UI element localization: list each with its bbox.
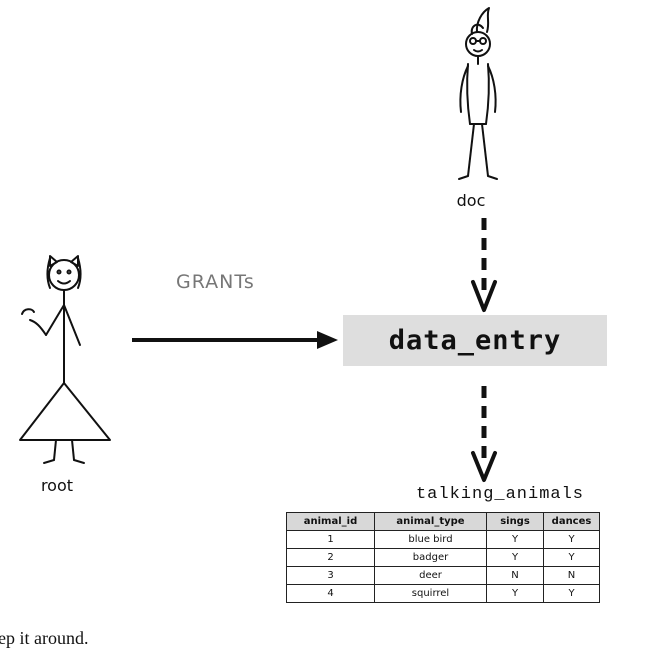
table-cell: N (486, 566, 544, 585)
table-row: 1 blue bird Y Y (286, 530, 600, 549)
table-cell: Y (486, 548, 544, 567)
table-cell: Y (486, 584, 544, 603)
root-user-label: root (40, 476, 74, 495)
table-cell: 2 (286, 548, 375, 567)
column-header: animal_type (374, 512, 487, 531)
table-cell: 4 (286, 584, 375, 603)
table-cell: Y (486, 530, 544, 549)
column-header: animal_id (286, 512, 375, 531)
table-cell: badger (374, 548, 487, 567)
table-row: 4 squirrel Y Y (286, 584, 600, 603)
table-cell: Y (543, 584, 600, 603)
table-cell: N (543, 566, 600, 585)
column-header: dances (543, 512, 600, 531)
table-cell: Y (543, 530, 600, 549)
table-cell: 1 (286, 530, 375, 549)
table-cell: deer (374, 566, 487, 585)
role-box (343, 315, 607, 366)
role-name: data_entry (388, 325, 562, 356)
column-header: sings (486, 512, 544, 531)
dashed-arrow-role-to-table (471, 386, 497, 482)
doc-user-label: doc (456, 191, 486, 210)
talking-animals-table: animal_id animal_type sings dances 1 blu… (286, 512, 600, 603)
table-cell: blue bird (374, 530, 487, 549)
table-cell: Y (543, 548, 600, 567)
caption-fragment: ep it around. (0, 628, 89, 648)
doc-stick-figure (458, 7, 498, 180)
grant-arrow (132, 331, 338, 349)
grants-label: GRANTs (176, 271, 255, 293)
table-row: 3 deer N N (286, 566, 600, 585)
table-cell: squirrel (374, 584, 487, 603)
table-cell: 3 (286, 566, 375, 585)
root-stick-figure (19, 255, 111, 464)
table-row: 2 badger Y Y (286, 548, 600, 567)
dashed-arrow-doc-to-role (471, 218, 497, 312)
table-header-row: animal_id animal_type sings dances (286, 512, 600, 531)
table-title: talking_animals (415, 485, 585, 504)
